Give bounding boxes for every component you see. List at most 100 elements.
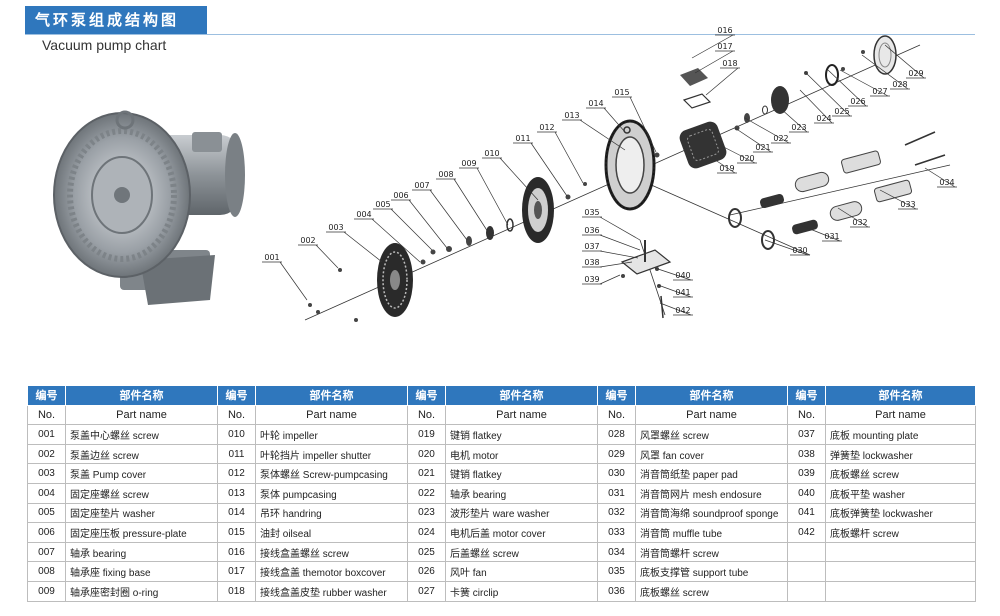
part-name: 风叶 fan [445,561,598,582]
callout-014: 014 [586,99,626,133]
callout-number: 014 [588,99,603,108]
muffler-sponge-lower [829,201,863,221]
callout-leader-line [657,284,692,298]
callout-022: 022 [744,117,791,144]
part-name: 底板螺丝 screw [825,463,976,484]
callout-leader-line [371,218,421,263]
part-name: 轴承座密封圈 o-ring [65,580,218,602]
callout-number: 012 [539,123,554,132]
callout-number: 022 [773,134,788,143]
part-name: 底板螺丝 screw [635,580,788,602]
screw-001b [316,310,320,314]
part-number: 042 [787,522,826,543]
exploded-diagram: 0010020030040050060070080090100110120130… [53,26,957,322]
parts-table: 编号部件名称编号部件名称编号部件名称编号部件名称编号部件名称 No.Part n… [27,385,976,602]
pump-cover-hub [390,270,400,290]
fan-shape [825,64,839,86]
part-number: 023 [407,502,446,524]
callout-number: 013 [564,111,579,120]
pump-cover-fins [382,251,408,309]
part-name: 消音筒纸垫 paper pad [635,463,788,484]
part-name: 底板支撑管 support tube [635,561,788,582]
header-no-en: No. [787,404,826,426]
screw-039 [621,274,625,278]
circlip-027 [841,67,845,71]
callout-number: 029 [908,69,923,78]
callout-018: 018 [705,59,740,96]
part-name: 接线盒盖 themotor boxcover [255,561,408,582]
part-name: 消音筒网片 mesh endosure [635,482,788,504]
part-name: 弹簧垫 lockwasher [825,443,976,465]
part-number: 012 [217,463,256,484]
callout-leader-line [390,208,433,251]
part-number: 040 [787,482,826,504]
part-name: 轴承 bearing [445,482,598,504]
callout-007: 007 [412,181,468,241]
callout-009: 009 [459,159,509,226]
header-no-cn: 编号 [217,385,256,406]
part-number [787,561,826,582]
muffler-axis-line [639,179,811,256]
part-name: 叶轮 impeller [255,424,408,445]
callout-leader-line [476,167,509,226]
part-number: 019 [407,424,446,445]
handring-014 [623,126,631,134]
callout-leader-line [659,302,692,316]
flatkey-021 [734,125,740,131]
callout-leader-line [779,107,808,133]
callout-015: 015 [612,88,657,153]
header-no-cn: 编号 [597,385,636,406]
part-name: 接线盒盖皮垫 rubber washer [255,580,408,602]
part-muffler-lower [728,179,913,250]
part-name: 消音筒海绵 soundproof sponge [635,502,788,524]
callout-023: 023 [779,107,809,133]
muffler-paper-pad [728,208,742,228]
header-no-cn: 编号 [27,385,66,406]
part-pump-cover [377,243,413,317]
callout-042: 042 [659,302,693,316]
plate-006 [446,246,452,252]
callout-017: 017 [694,42,735,74]
header-name-cn: 部件名称 [65,385,218,406]
callout-number: 011 [515,134,530,143]
title-divider [25,34,975,35]
part-number: 036 [597,580,636,602]
callout-number: 015 [614,88,629,97]
callout-028: 028 [861,54,910,90]
part-name: 底板螺杆 screw [825,522,976,543]
callout-leader-line [691,34,734,59]
callout-leader-line [694,50,734,74]
callout-number: 031 [824,232,839,241]
part-name: 底板弹簧垫 lockwasher [825,502,976,524]
part-name: 底板平垫 washer [825,482,976,504]
part-name: 轴承 bearing [65,541,218,563]
callout-029: 029 [884,44,926,79]
part-number: 007 [27,541,66,563]
part-number: 028 [597,424,636,445]
part-name: 轴承座 fixing base [65,561,218,582]
part-number: 022 [407,482,446,504]
callout-number: 021 [755,143,770,152]
callout-leader-line [599,261,633,268]
part-number: 041 [787,502,826,524]
fixing-base-008 [486,226,494,240]
callout-leader-line [453,178,489,233]
part-name: 固定座垫片 washer [65,502,218,524]
callout-032: 032 [837,207,870,228]
callout-leader-line [799,89,833,124]
header-no-en: No. [217,404,256,426]
part-number: 031 [597,482,636,504]
callout-leader-line [599,274,621,285]
header-no-en: No. [27,404,66,426]
part-number: 025 [407,541,446,563]
callout-004: 004 [354,210,421,263]
callout-021: 021 [734,127,773,153]
callout-038: 038 [582,258,633,268]
part-name: 吊环 handring [255,502,408,524]
part-number: 029 [597,443,636,465]
muffler-sponge-upper [794,171,830,193]
